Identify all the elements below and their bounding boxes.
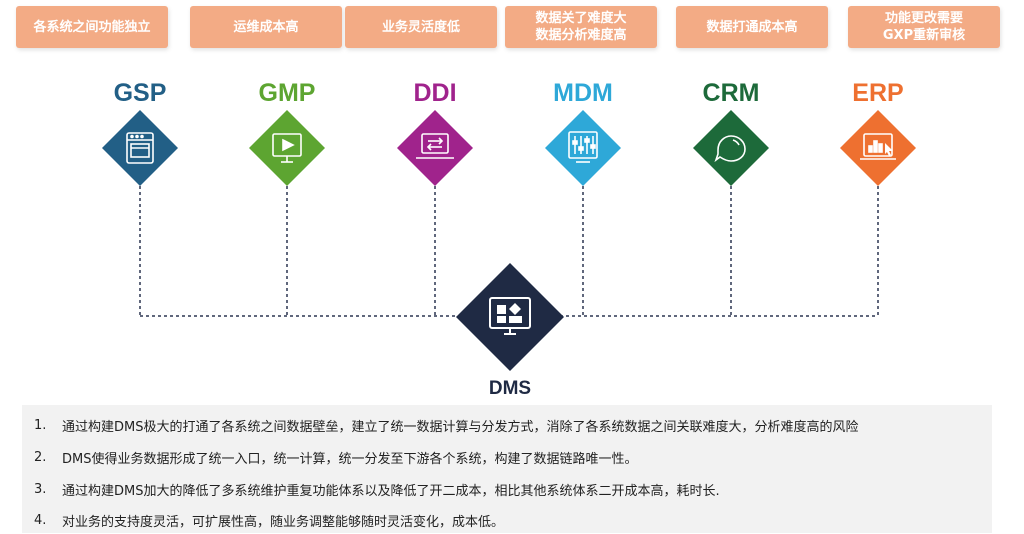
dms-hub-node: [456, 263, 564, 371]
system-node-ddi: [397, 110, 473, 186]
sliders-icon: [568, 131, 598, 163]
list-item-number: 3.: [34, 481, 47, 497]
system-node-gmp: [249, 110, 325, 186]
system-node-crm: [693, 110, 769, 186]
chat-bubble-icon: [714, 135, 746, 163]
system-label-erp: ERP: [852, 79, 904, 107]
problem-pill-erp: 功能更改需要 GXP重新审核: [848, 6, 1000, 48]
system-node-gsp: [102, 110, 178, 186]
system-node-mdm: [545, 110, 621, 186]
problem-pill-mdm: 数据关了难度大 数据分析难度高: [505, 6, 657, 48]
problem-pill-crm: 数据打通成本高: [676, 6, 828, 48]
system-label-mdm: MDM: [553, 79, 613, 107]
presentation-icon: [272, 133, 302, 163]
system-label-ddi: DDI: [413, 79, 457, 107]
list-item-text: 通过构建DMS极大的打通了各系统之间数据壁垒，建立了统一数据计算与分发方式，消除…: [62, 419, 859, 435]
system-label-crm: CRM: [702, 79, 760, 107]
oven-icon: [126, 132, 154, 164]
problem-text: 数据打通成本高: [706, 19, 798, 35]
problem-text: 功能更改需要: [884, 11, 963, 26]
chart-cursor-icon: [860, 133, 896, 160]
list-item-number: 2.: [34, 449, 47, 465]
dms-label: DMS: [488, 378, 532, 399]
list-item-text: 对业务的支持度灵活，可扩展性高，随业务调整能够随时灵活变化，成本低。: [62, 514, 505, 530]
problem-pill-ddi: 业务灵活度低: [345, 6, 497, 48]
system-label-gsp: GSP: [113, 79, 167, 107]
list-item-text: 通过构建DMS加大的降低了多系统维护重复功能体系以及降低了开二成本，相比其他系统…: [62, 483, 720, 499]
problem-text: GXP重新审核: [882, 28, 966, 43]
laptop-exchange-icon: [416, 133, 454, 159]
problem-pill-gmp: 运维成本高: [190, 6, 342, 48]
benefits-list: 1. 通过构建DMS极大的打通了各系统之间数据壁垒，建立了统一数据计算与分发方式…: [22, 405, 992, 533]
problem-text: 业务灵活度低: [381, 19, 460, 35]
list-item-number: 1.: [34, 417, 47, 433]
list-item-number: 4.: [34, 512, 47, 528]
system-label-gmp: GMP: [258, 79, 316, 107]
problem-text: 运维成本高: [233, 19, 299, 35]
list-item: 4. 对业务的支持度灵活，可扩展性高，随业务调整能够随时灵活变化，成本低。: [22, 509, 504, 531]
list-item: 1. 通过构建DMS极大的打通了各系统之间数据壁垒，建立了统一数据计算与分发方式…: [22, 414, 858, 436]
dashboard-monitor-icon: [489, 297, 531, 335]
list-item: 2. DMS使得业务数据形成了统一入口，统一计算，统一分发至下游各个系统，构建了…: [22, 446, 637, 468]
list-item-text: DMS使得业务数据形成了统一入口，统一计算，统一分发至下游各个系统，构建了数据链…: [62, 451, 638, 467]
problem-pill-gsp: 各系统之间功能独立: [16, 6, 168, 48]
problem-text: 各系统之间功能独立: [33, 19, 151, 35]
list-item: 3. 通过构建DMS加大的降低了多系统维护重复功能体系以及降低了开二成本，相比其…: [22, 478, 720, 500]
problem-text: 数据分析难度高: [535, 28, 627, 43]
problem-text: 数据关了难度大: [535, 11, 627, 26]
system-node-erp: [840, 110, 916, 186]
